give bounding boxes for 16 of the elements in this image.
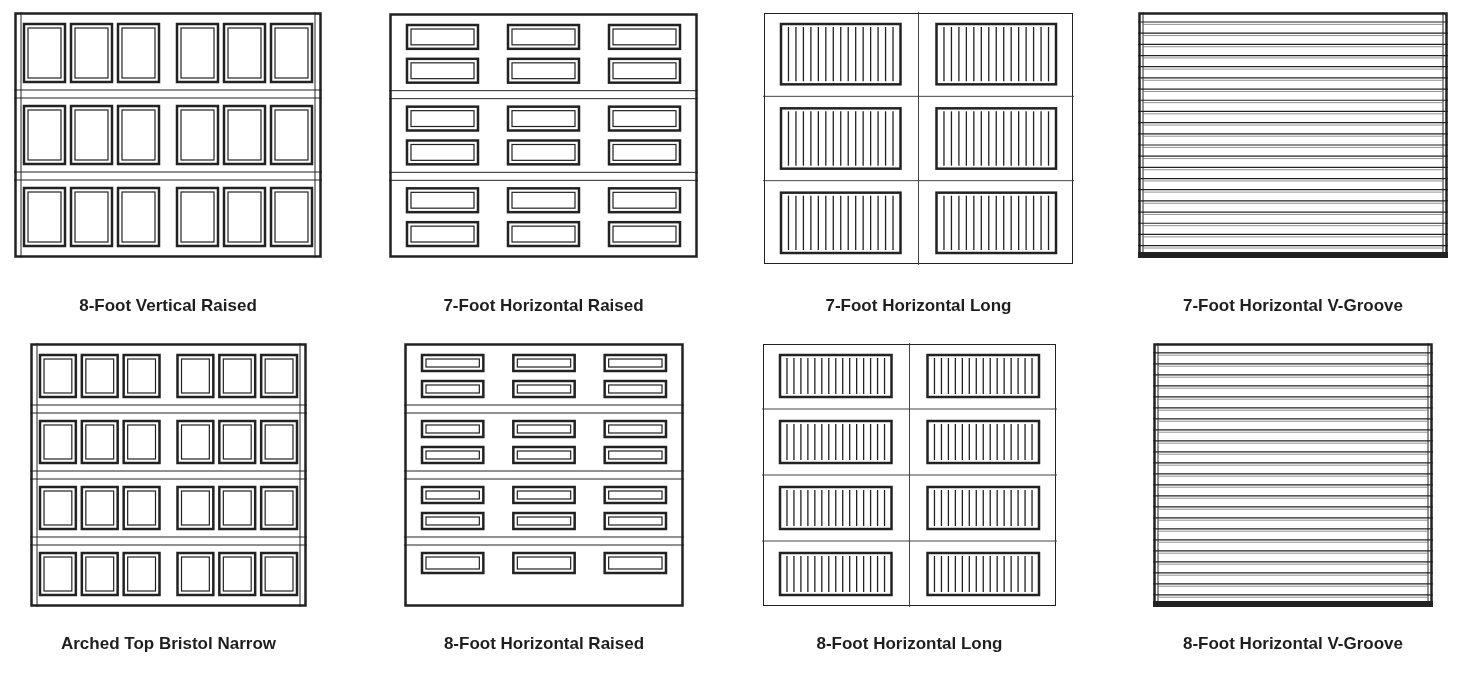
garage-door-drawing <box>1153 343 1433 607</box>
door-caption: 8-Foot Horizontal Raised <box>442 633 646 655</box>
door-caption: 7-Foot Horizontal Long <box>824 295 1013 317</box>
garage-door-drawing <box>404 343 684 607</box>
door-caption: 7-Foot Horizontal V-Groove <box>1181 295 1405 317</box>
garage-door-drawing <box>1138 12 1448 258</box>
door-caption: 8-Foot Horizontal Long <box>815 633 1004 655</box>
door-caption: 8-Foot Vertical Raised <box>78 295 258 317</box>
door-caption: Arched Top Bristol Narrow <box>59 633 277 655</box>
door-caption: 8-Foot Horizontal V-Groove <box>1181 633 1405 655</box>
garage-door-drawing <box>389 13 698 258</box>
garage-door-drawing <box>30 343 307 607</box>
door-caption: 7-Foot Horizontal Raised <box>442 295 645 317</box>
garage-door-drawing <box>14 12 322 258</box>
garage-door-drawing <box>763 12 1074 265</box>
garage-door-drawing <box>762 343 1057 607</box>
